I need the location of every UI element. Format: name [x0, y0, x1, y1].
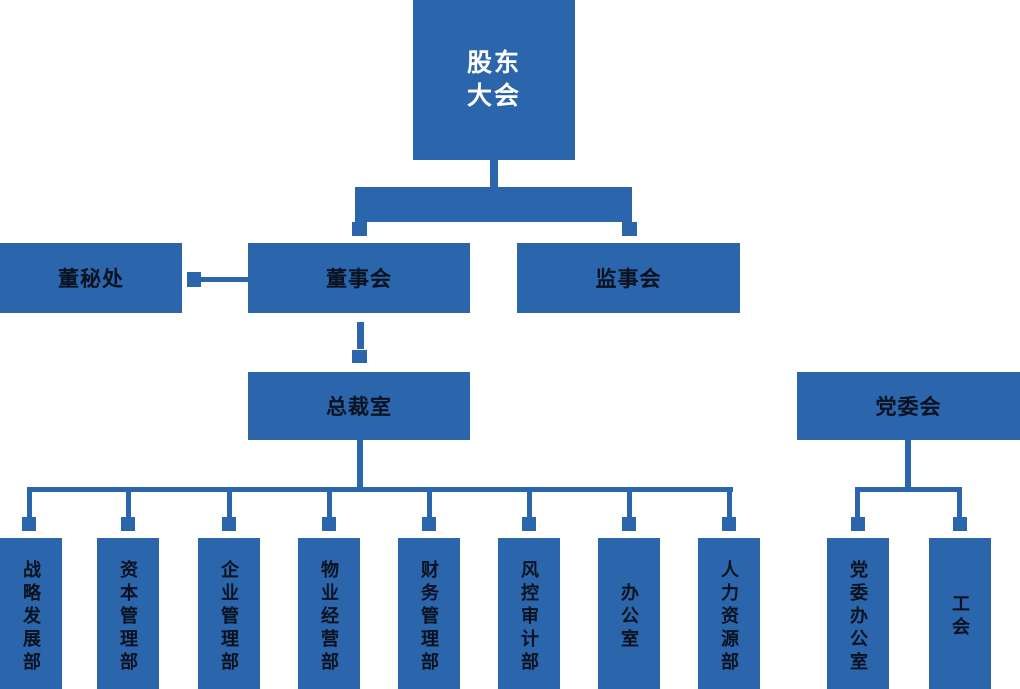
connector-square-supervisors — [622, 222, 637, 236]
node-dept-enterprise-management: 企业管理部 — [198, 538, 260, 689]
connector-dept-square — [953, 517, 967, 531]
connector-dept-square — [622, 517, 636, 531]
node-dept-party-committee-office: 党委办公室 — [827, 538, 889, 689]
node-label: 战略发展部 — [21, 559, 41, 675]
connector-party-hline — [855, 487, 962, 492]
connector-square-president — [352, 350, 367, 363]
connector-dept-square — [22, 517, 36, 531]
node-board-of-directors: 董事会 — [248, 243, 470, 313]
connector-dept-drop — [27, 487, 32, 518]
connector-dept-drop — [627, 487, 632, 518]
connector-dept-square — [322, 517, 336, 531]
connector-dept-square — [222, 517, 236, 531]
connector-dept-drop — [727, 487, 732, 518]
node-dept-property-operations: 物业经营部 — [298, 538, 360, 689]
connector-president-vline — [357, 440, 363, 487]
node-label: 资本管理部 — [118, 559, 138, 675]
node-label: 董事会 — [326, 268, 392, 291]
node-dept-risk-audit: 风控审计部 — [498, 538, 560, 689]
connector-dept-square — [121, 517, 135, 531]
node-party-committee: 党委会 — [797, 372, 1020, 440]
node-label: 办公室 — [619, 582, 639, 652]
node-label: 工会 — [950, 594, 970, 640]
connector-root-vline — [490, 160, 498, 188]
node-board-secretary-office: 董秘处 — [0, 243, 182, 313]
node-label: 监事会 — [595, 268, 662, 291]
connector-departments-hline — [27, 487, 733, 492]
node-dept-capital-management: 资本管理部 — [97, 538, 159, 689]
node-label: 财务管理部 — [419, 559, 439, 675]
node-label: 股东 — [466, 49, 521, 77]
connector-square-secretary — [187, 272, 201, 287]
node-label: 党委办公室 — [848, 559, 868, 675]
connector-dept-square — [422, 517, 436, 531]
node-shareholders-meeting: 股东 大会 — [413, 0, 575, 160]
node-label: 企业管理部 — [219, 559, 239, 675]
connector-dept-drop — [126, 487, 131, 518]
connector-secretary-hline — [201, 277, 248, 282]
node-label-group: 股东 大会 — [467, 47, 521, 113]
node-label: 风控审计部 — [519, 559, 539, 675]
connector-directors-vline — [357, 322, 364, 349]
node-label: 物业经营部 — [319, 559, 339, 675]
connector-dept-square — [722, 517, 736, 531]
node-dept-finance-management: 财务管理部 — [398, 538, 460, 689]
node-board-of-supervisors: 监事会 — [517, 243, 740, 313]
connector-dept-drop — [855, 487, 860, 518]
connector-dept-drop — [327, 487, 332, 518]
connector-dept-drop — [527, 487, 532, 518]
connector-party-vline — [905, 440, 911, 487]
connector-dept-square — [851, 517, 865, 531]
node-dept-labor-union: 工会 — [929, 538, 991, 689]
node-label: 总裁室 — [326, 396, 392, 419]
connector-dept-drop — [227, 487, 232, 518]
connector-dept-drop — [957, 487, 962, 518]
node-label: 人力资源部 — [719, 559, 739, 675]
node-label: 党委会 — [875, 396, 942, 419]
node-label: 董秘处 — [58, 268, 124, 291]
connector-dept-drop — [427, 487, 432, 518]
node-president-office: 总裁室 — [248, 372, 470, 440]
node-dept-human-resources: 人力资源部 — [698, 538, 760, 689]
node-label: 大会 — [466, 82, 521, 110]
connector-dept-square — [522, 517, 536, 531]
node-dept-strategic-development: 战略发展部 — [0, 538, 62, 689]
connector-top-bar — [355, 187, 632, 222]
node-dept-general-office: 办公室 — [598, 538, 660, 689]
connector-square-directors — [352, 222, 367, 236]
